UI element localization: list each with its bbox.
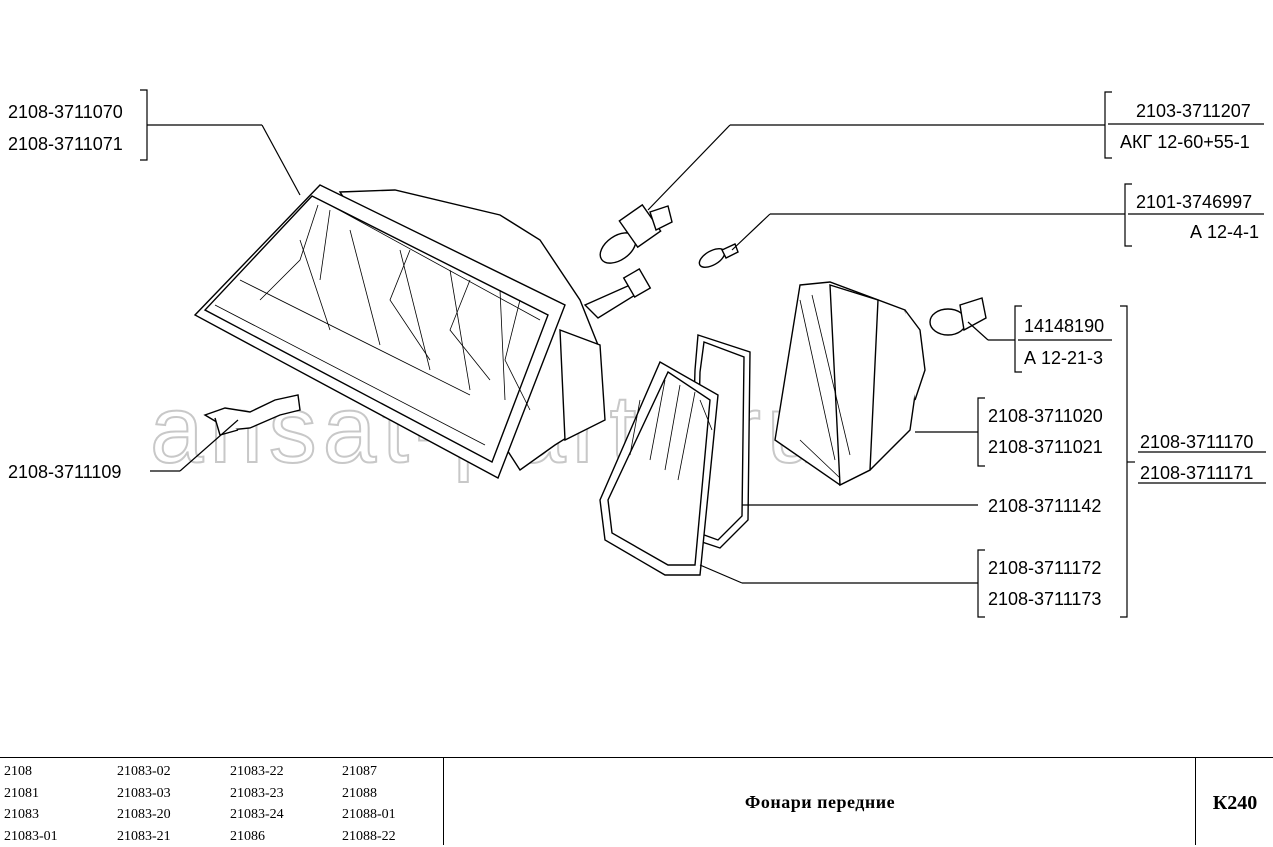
model-item: 21083-20 xyxy=(117,804,171,826)
turn-bulb-part-number: 14148190 xyxy=(1024,316,1104,336)
parts-diagram: ansat-parts.ru xyxy=(0,0,1273,757)
model-item: 21081 xyxy=(4,783,58,805)
small-bulb-type: А 12-4-1 xyxy=(1190,222,1259,242)
turn-bulb-illustration xyxy=(930,298,986,335)
model-item: 21083 xyxy=(4,804,58,826)
model-item: 21083-23 xyxy=(230,783,284,805)
title-block: 2108 21081 21083 21083-01 21083-02 21083… xyxy=(0,757,1273,845)
main-bulb-type: АКГ 12-60+55-1 xyxy=(1120,132,1250,152)
model-item: 2108 xyxy=(4,761,58,783)
headlamp-part-number-1: 2108-3711070 xyxy=(8,102,123,122)
lens-part-number-1: 2108-3711172 xyxy=(988,558,1101,578)
model-item: 21083-02 xyxy=(117,761,171,783)
turn-assembly-part-number-1: 2108-3711170 xyxy=(1140,432,1253,452)
model-item: 21083-24 xyxy=(230,804,284,826)
turn-bulb-type: А 12-21-3 xyxy=(1024,348,1103,368)
drawing-code: К240 xyxy=(1197,792,1273,815)
small-bulb-illustration xyxy=(696,244,738,271)
drawing-title: Фонари передние xyxy=(445,792,1195,813)
model-item: 21087 xyxy=(342,761,396,783)
turn-housing-part-number-1: 2108-3711020 xyxy=(988,406,1103,426)
turn-housing-illustration xyxy=(775,282,925,485)
model-column-1: 2108 21081 21083 21083-01 xyxy=(4,761,58,847)
model-item: 21088 xyxy=(342,783,396,805)
model-list: 2108 21081 21083 21083-01 21083-02 21083… xyxy=(0,758,444,845)
model-item: 21088-01 xyxy=(342,804,396,826)
model-item: 21083-22 xyxy=(230,761,284,783)
model-item: 21083-03 xyxy=(117,783,171,805)
bracket-part-number: 2108-3711109 xyxy=(8,462,121,482)
title-cell: Фонари передние xyxy=(445,758,1196,845)
model-column-3: 21083-22 21083-23 21083-24 21086 xyxy=(230,761,284,847)
lens-part-number-2: 2108-3711173 xyxy=(988,589,1101,609)
model-column-4: 21087 21088 21088-01 21088-22 xyxy=(342,761,396,847)
small-bulb-part-number: 2101-3746997 xyxy=(1136,192,1252,212)
gasket-part-number: 2108-3711142 xyxy=(988,496,1101,516)
headlamp-part-number-2: 2108-3711071 xyxy=(8,134,123,154)
main-bulb-part-number: 2103-3711207 xyxy=(1136,101,1251,121)
turn-assembly-part-number-2: 2108-3711171 xyxy=(1140,463,1253,483)
turn-housing-part-number-2: 2108-3711021 xyxy=(988,437,1103,457)
main-bulb-illustration xyxy=(595,205,672,269)
model-column-2: 21083-02 21083-03 21083-20 21083-21 xyxy=(117,761,171,847)
